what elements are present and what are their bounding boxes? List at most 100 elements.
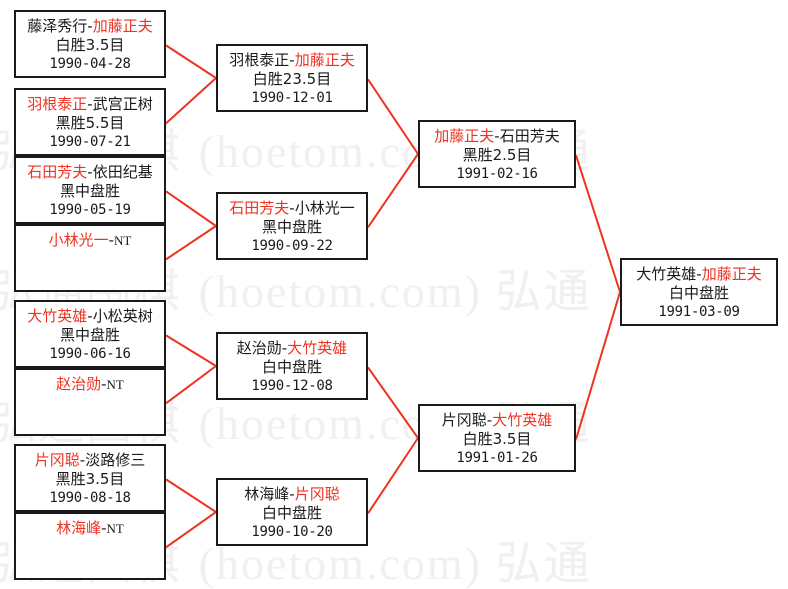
player-right: 小林光一 [294, 199, 355, 217]
match-box[interactable]: 羽根泰正-武宫正树黑胜5.5目 1990-07-21 [14, 88, 166, 156]
match-box[interactable]: 林海峰-NT [14, 512, 166, 580]
match-players: 林海峰-片冈聪 [218, 484, 366, 504]
bracket-connector [367, 153, 419, 228]
match-date: 1991-02-16 [456, 166, 538, 182]
player-right: 石田芳夫 [499, 127, 560, 145]
player-left: 片冈聪 [441, 411, 487, 429]
bracket-connector [165, 365, 217, 405]
match-result: 黑中盘胜 [59, 326, 120, 344]
match-result: 黑胜2.5目 [462, 146, 532, 164]
player-left: 大竹英雄 [636, 265, 697, 283]
match-box[interactable]: 林海峰-片冈聪白中盘胜 1990-10-20 [216, 478, 368, 546]
bracket-connector [165, 478, 217, 513]
match-date: 1990-12-08 [251, 378, 333, 394]
match-date: 1990-10-20 [251, 524, 333, 540]
match-box[interactable]: 片冈聪-大竹英雄白胜3.5目 1991-01-26 [418, 404, 576, 472]
player-left: 羽根泰正 [27, 95, 88, 113]
match-date: 1990-05-19 [49, 202, 131, 218]
player-separator: - [696, 265, 702, 283]
match-date: 1990-09-22 [251, 238, 333, 254]
player-separator: - [289, 51, 295, 69]
match-result: 黑胜3.5目 [55, 470, 125, 488]
match-result: 黑中盘胜 [261, 218, 322, 236]
player-right: 小松英树 [92, 307, 153, 325]
bracket-connector [575, 291, 621, 440]
match-date: 1990-07-21 [49, 134, 131, 150]
player-right: 武宫正树 [92, 95, 153, 113]
match-players: 羽根泰正-武宫正树 [16, 94, 164, 114]
match-box[interactable]: 石田芳夫-小林光一黑中盘胜 1990-09-22 [216, 192, 368, 260]
bracket-connector [575, 155, 621, 293]
match-box[interactable]: 加藤正夫-石田芳夫黑胜2.5目 1991-02-16 [418, 120, 576, 188]
player-left: 羽根泰正 [229, 51, 290, 69]
player-separator: - [289, 485, 295, 503]
player-left: 大竹英雄 [27, 307, 88, 325]
match-box[interactable]: 大竹英雄-小松英树黑中盘胜 1990-06-16 [14, 300, 166, 368]
player-separator: - [79, 451, 86, 469]
match-result: 白胜23.5目 [252, 70, 332, 88]
player-left: 林海峰 [244, 485, 290, 503]
bracket-connector [165, 77, 217, 125]
player-separator: - [87, 163, 93, 181]
player-separator: - [289, 199, 295, 217]
match-box[interactable]: 石田芳夫-依田纪基黑中盘胜 1990-05-19 [14, 156, 166, 224]
match-players: 赵治勋-大竹英雄 [218, 338, 366, 358]
player-left: 林海峰 [56, 519, 102, 537]
player-left: 小林光一 [48, 231, 109, 249]
player-separator: - [87, 17, 93, 35]
player-left: 赵治勋 [236, 339, 282, 357]
player-separator: - [87, 307, 93, 325]
player-right: 片冈聪 [294, 485, 340, 503]
player-separator: - [494, 127, 500, 145]
player-right: 加藤正夫 [294, 51, 355, 69]
match-date: 1990-04-28 [49, 56, 131, 72]
match-result: 白胜3.5目 [462, 430, 532, 448]
player-left: 石田芳夫 [27, 163, 88, 181]
match-box[interactable]: 小林光一-NT [14, 224, 166, 292]
match-result: 白胜3.5目 [55, 36, 125, 54]
player-right: NT [106, 521, 124, 536]
player-right: 大竹英雄 [287, 339, 348, 357]
match-date: 1991-03-09 [658, 304, 740, 320]
match-box[interactable]: 大竹英雄-加藤正夫白中盘胜 1991-03-09 [620, 258, 778, 326]
bracket-connector [165, 44, 217, 79]
match-result: 白中盘胜 [261, 504, 322, 522]
bracket-connector [367, 78, 419, 155]
match-date: 1990-06-16 [49, 346, 131, 362]
bracket-connector [165, 511, 217, 549]
match-date: 1991-01-26 [456, 450, 538, 466]
bracket-connector [367, 366, 419, 439]
match-date: 1990-08-18 [49, 490, 131, 506]
player-separator: - [486, 411, 493, 429]
player-right: NT [106, 377, 124, 392]
match-result: 白中盘胜 [668, 284, 729, 302]
bracket-connector [165, 225, 217, 261]
match-players: 小林光一-NT [16, 230, 164, 251]
player-separator: - [87, 95, 93, 113]
player-separator: - [281, 339, 288, 357]
match-players: 藤泽秀行-加藤正夫 [16, 16, 164, 36]
match-result: 黑中盘胜 [59, 182, 120, 200]
match-box[interactable]: 藤泽秀行-加藤正夫白胜3.5目 1990-04-28 [14, 10, 166, 78]
match-players: 加藤正夫-石田芳夫 [420, 126, 574, 146]
match-box[interactable]: 赵治勋-NT [14, 368, 166, 436]
player-separator: - [108, 231, 115, 249]
player-right: 加藤正夫 [701, 265, 762, 283]
match-players: 石田芳夫-依田纪基 [16, 162, 164, 182]
match-box[interactable]: 片冈聪-淡路修三黑胜3.5目 1990-08-18 [14, 444, 166, 512]
player-right: NT [114, 233, 132, 248]
match-result: 黑胜5.5目 [55, 114, 125, 132]
player-right: 加藤正夫 [92, 17, 153, 35]
bracket-connector [165, 190, 217, 227]
player-separator: - [101, 519, 107, 537]
player-left: 片冈聪 [34, 451, 80, 469]
player-right: 大竹英雄 [492, 411, 553, 429]
match-players: 大竹英雄-小松英树 [16, 306, 164, 326]
match-players: 大竹英雄-加藤正夫 [622, 264, 776, 284]
match-players: 赵治勋-NT [16, 374, 164, 395]
player-right: 淡路修三 [85, 451, 146, 469]
player-left: 藤泽秀行 [27, 17, 88, 35]
match-players: 石田芳夫-小林光一 [218, 198, 366, 218]
